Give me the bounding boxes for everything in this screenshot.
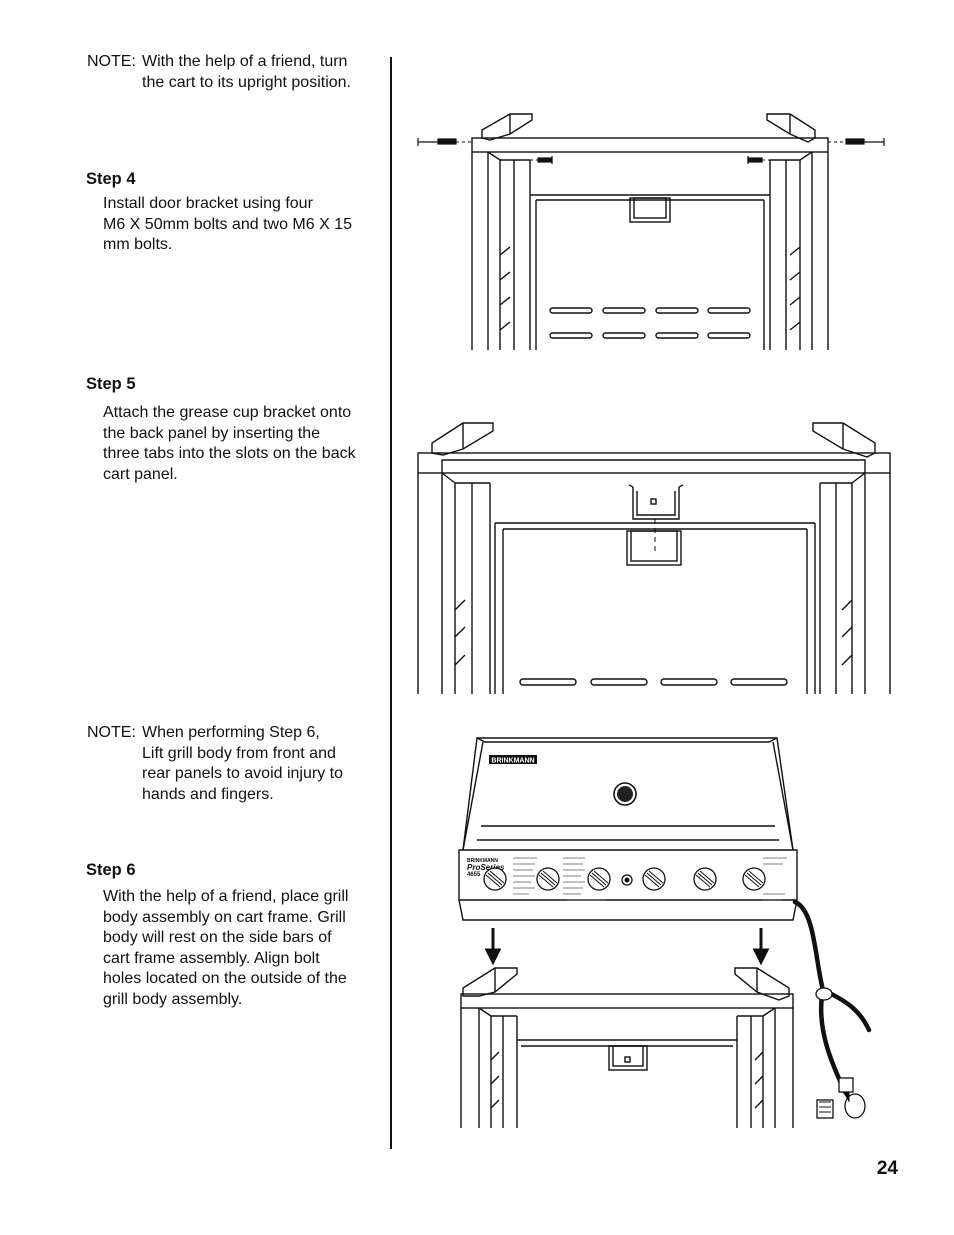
- step-6-text: With the help of a friend, place grill b…: [103, 887, 365, 1010]
- step-5-heading: Step 5: [86, 375, 136, 393]
- grill-panel-brand: BRINKMANN: [467, 858, 498, 864]
- note-2-line-4: hands and fingers.: [142, 785, 274, 803]
- step-5-text: Attach the grease cup bracket onto the b…: [103, 403, 365, 485]
- note-2-line-3: rear panels to avoid injury to: [142, 765, 343, 782]
- step-5-line-3: three tabs into the slots on the back: [103, 445, 356, 462]
- grill-series-label: ProSeries: [467, 863, 505, 872]
- step-6-heading: Step 6: [86, 861, 136, 879]
- grill-brand-plate: BRINKMANN: [491, 758, 534, 765]
- step-6-line-3: body will rest on the side bars of: [103, 929, 332, 946]
- note-1: NOTE: With the help of a friend, turn th…: [87, 52, 387, 97]
- note-2-text: When performing Step 6, Lift grill body …: [142, 723, 382, 805]
- note-2-line-1: When performing Step 6,: [142, 724, 320, 741]
- step-6-illustration-icon: BRINKMANN BRINKMANN ProSeries 4655: [458, 737, 872, 1128]
- note-2: NOTE: When performing Step 6, Lift grill…: [87, 723, 387, 813]
- step-5-line-2: the back panel by inserting the: [103, 424, 321, 442]
- step-4-text: Install door bracket using four M6 X 50m…: [103, 194, 365, 256]
- note-2-line-2: Lift grill body from front and: [142, 744, 336, 762]
- step-4-line-1: Install door bracket using four: [103, 195, 313, 212]
- step-6-line-2: body assembly on cart frame. Grill: [103, 908, 346, 926]
- column-divider: [390, 57, 392, 1149]
- note-1-line-2: the cart to its upright position.: [142, 73, 351, 91]
- step-6-line-6: grill body assembly.: [103, 990, 243, 1008]
- note-2-label: NOTE:: [87, 724, 136, 741]
- step-4-heading: Step 4: [86, 170, 136, 188]
- note-1-line-1: With the help of a friend, turn: [142, 53, 348, 70]
- page-number: 24: [876, 1158, 898, 1179]
- step-4-illustration-icon: [417, 113, 885, 350]
- note-1-label: NOTE:: [87, 53, 136, 70]
- step-5-illustration-icon: [417, 422, 891, 694]
- step-5-line-4: cart panel.: [103, 465, 178, 483]
- note-1-text: With the help of a friend, turn the cart…: [142, 52, 382, 93]
- step-6-line-4: cart frame assembly. Align bolt: [103, 949, 320, 967]
- step-5-line-1: Attach the grease cup bracket onto: [103, 404, 352, 421]
- step-4-line-3: mm bolts.: [103, 236, 173, 253]
- step-4-line-2: M6 X 50mm bolts and two M6 X 15: [103, 215, 352, 233]
- step-6-line-5: holes located on the outside of the: [103, 970, 347, 987]
- step-6-line-1: With the help of a friend, place grill: [103, 888, 349, 905]
- grill-model-number: 4655: [467, 872, 481, 878]
